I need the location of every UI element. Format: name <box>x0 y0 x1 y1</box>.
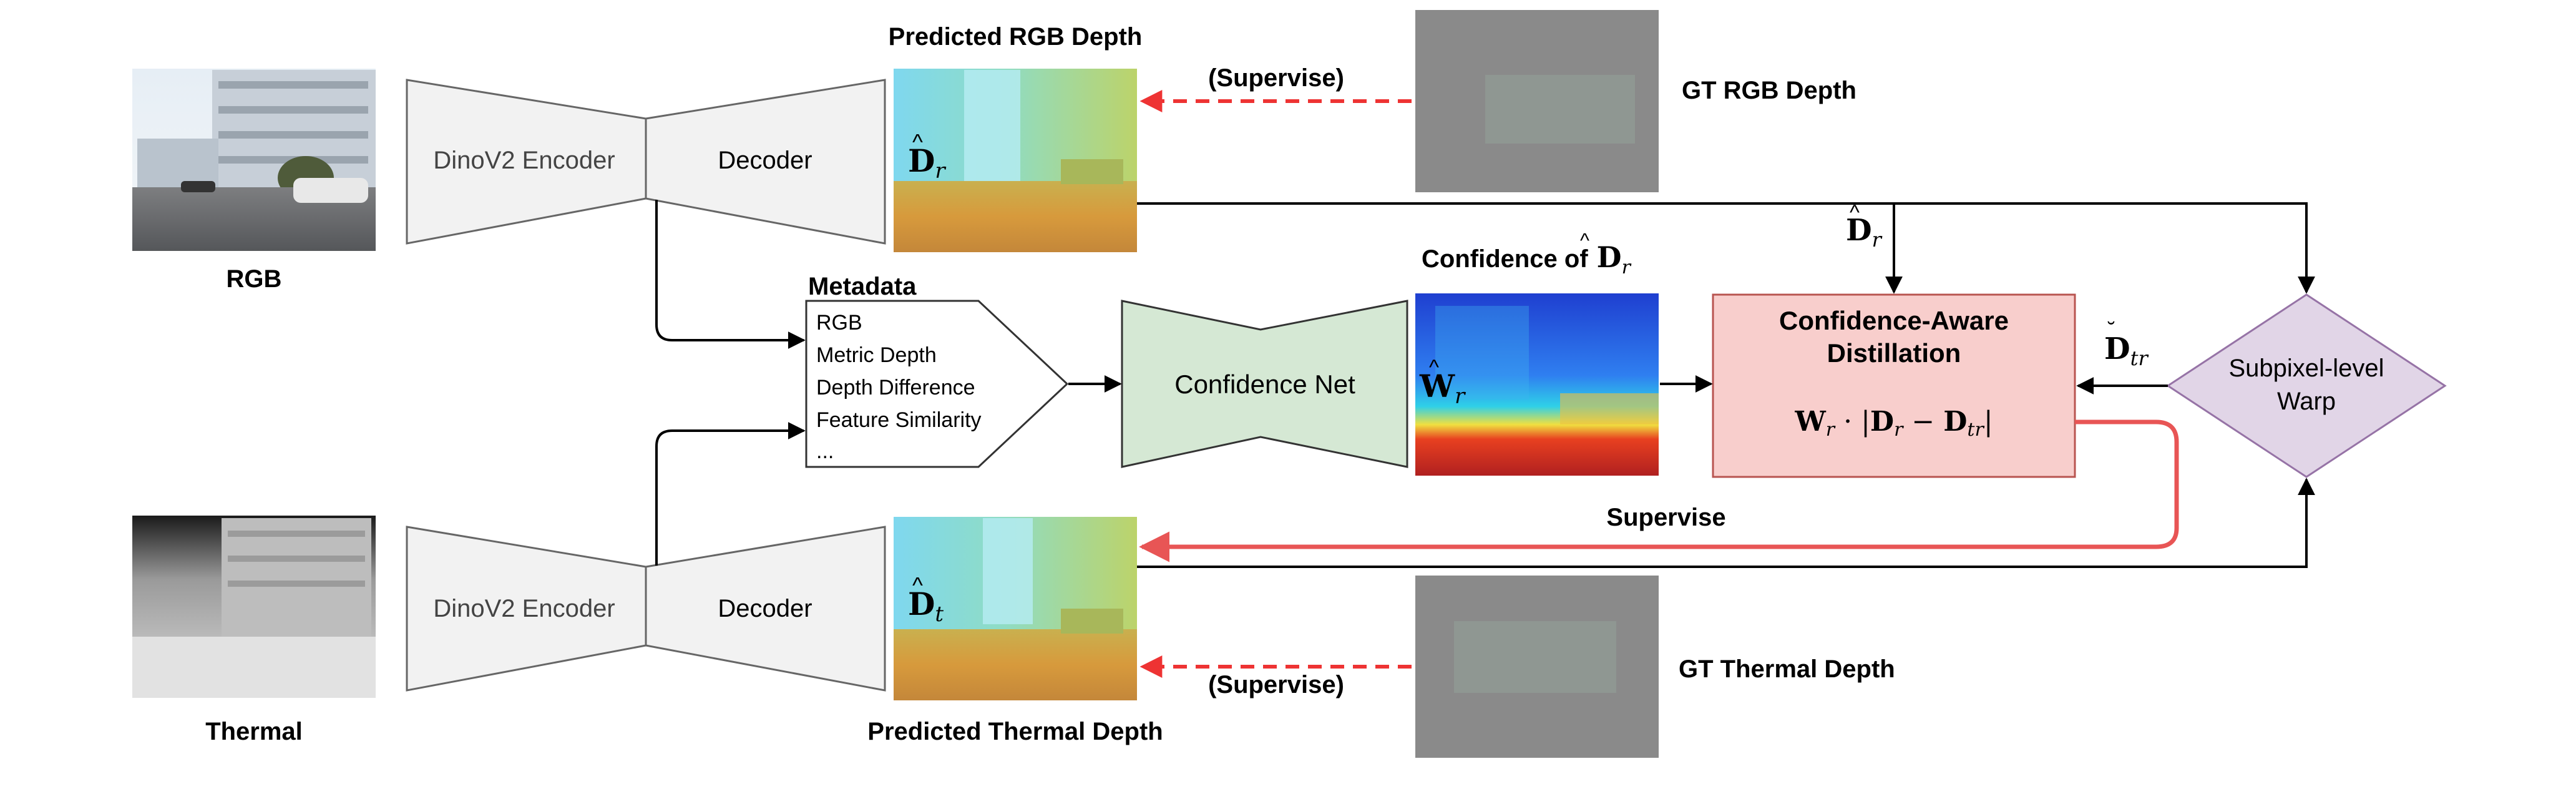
confidence-map-symbol-hat: ^ <box>1429 356 1439 380</box>
metadata-item-metric-depth: Metric Depth <box>816 343 937 367</box>
thermal-predicted-depth-map <box>894 517 1137 700</box>
rgb-pred-symbol: Dr <box>908 142 946 184</box>
rgb-gt-label: GT RGB Depth <box>1682 77 1856 104</box>
rgb-depth-edge-symbol: Dr <box>1846 213 1883 252</box>
rgb-input-image <box>132 69 376 251</box>
thermal-decoder <box>645 526 886 692</box>
confidence-net <box>1121 300 1408 468</box>
thermal-to-metadata-arrow <box>655 422 806 566</box>
warp-block <box>2166 293 2447 478</box>
thermal-decoder-label: Decoder <box>718 595 812 622</box>
rgb-to-metadata-arrow <box>655 200 806 349</box>
thermal-gt-depth-map <box>1415 576 1659 758</box>
thermal-supervise-label: (Supervise) <box>1208 671 1344 698</box>
metadata-item-more: ... <box>816 439 834 463</box>
rgb-input-label: RGB <box>227 265 282 293</box>
rgb-depth-to-distill-and-warp-arrow <box>1137 202 2315 294</box>
rgb-encoder-label: DinoV2 Encoder <box>433 147 615 174</box>
metadata-title: Metadata <box>808 273 917 300</box>
confidence-map-title-hat: ^ <box>1580 229 1589 252</box>
thermal-pred-title: Predicted Thermal Depth <box>867 718 1163 745</box>
distillation-block <box>1712 293 2076 478</box>
metadata-item-feature-similarity: Feature Similarity <box>816 408 982 432</box>
distillation-title-line1: Confidence-Aware <box>1779 306 2009 335</box>
warp-edge-symbol: Dtr <box>2104 331 2149 370</box>
thermal-depth-to-warp-arrow <box>1137 478 2315 568</box>
thermal-gt-label: GT Thermal Depth <box>1679 655 1895 683</box>
metadata-item-rgb: RGB <box>816 311 862 335</box>
distillation-supervise-arrow <box>1139 419 2179 562</box>
rgb-decoder <box>645 79 886 245</box>
warp-edge-symbol-breve: ˘ <box>2107 318 2115 342</box>
thermal-pred-symbol-hat: ^ <box>912 572 923 598</box>
thermal-input-image <box>132 516 376 698</box>
rgb-gt-depth-map <box>1415 10 1659 192</box>
rgb-decoder-label: Decoder <box>718 147 812 174</box>
confidence-map-symbol: Wr <box>1419 368 1466 409</box>
thermal-encoder-label: DinoV2 Encoder <box>433 595 615 622</box>
warp-label-line1: Subpixel-level <box>2228 355 2384 382</box>
rgb-pred-title: Predicted RGB Depth <box>889 23 1143 51</box>
metadata-item-depth-difference: Depth Difference <box>816 376 975 399</box>
distillation-formula: Wr · |Dr − Dtr| <box>1794 406 1993 441</box>
confidence-net-label: Confidence Net <box>1174 370 1355 399</box>
thermal-pred-symbol: Dt <box>908 586 944 627</box>
thermal-input-label: Thermal <box>205 718 303 745</box>
warp-label-line2: Warp <box>2277 388 2336 415</box>
rgb-supervise-label: (Supervise) <box>1208 64 1344 92</box>
confidence-map <box>1415 293 1659 476</box>
distillation-title-line2: Distillation <box>1827 338 1961 368</box>
rgb-depth-edge-symbol-hat: ^ <box>1850 201 1860 225</box>
rgb-pred-symbol-hat: ^ <box>912 129 923 155</box>
rgb-predicted-depth-map <box>894 69 1137 252</box>
metadata-block <box>805 300 1069 468</box>
supervise-main-label: Supervise <box>1606 504 1725 531</box>
